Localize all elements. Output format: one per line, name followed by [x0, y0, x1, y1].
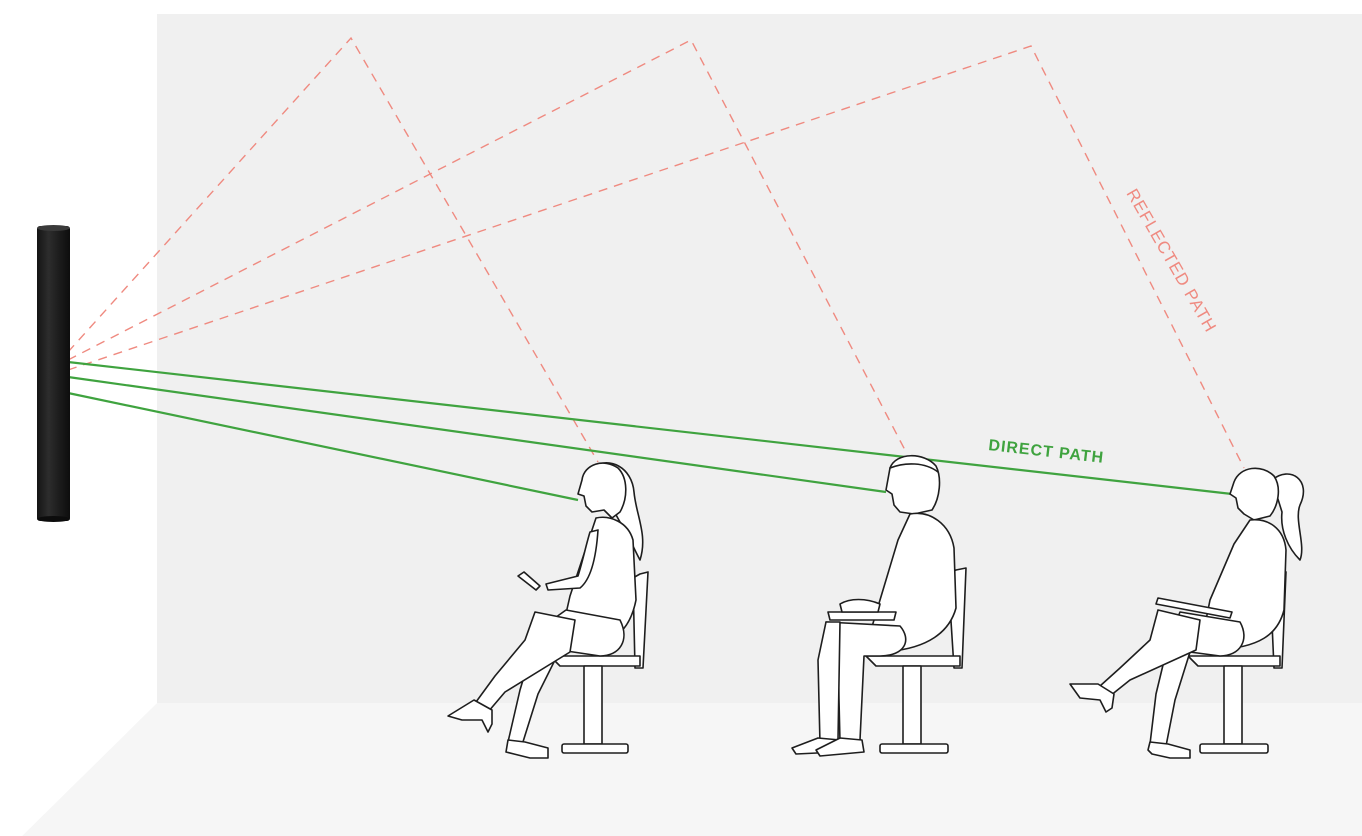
back-wall: [157, 14, 1362, 703]
column-speaker-icon: [37, 225, 70, 522]
side-wall: [0, 14, 157, 836]
